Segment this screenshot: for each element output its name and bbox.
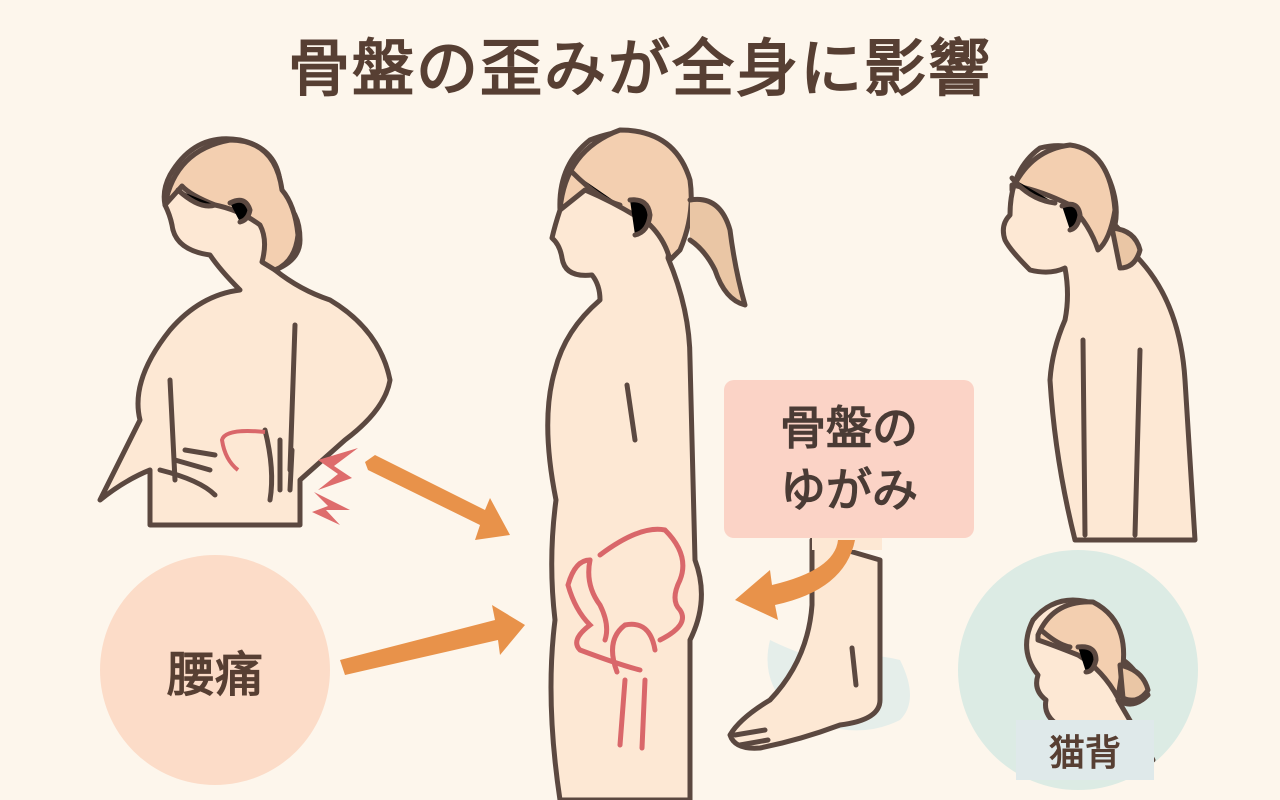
symptom-back-pain: 腰痛 (100, 555, 330, 785)
pelvis-icon (565, 526, 686, 751)
page-title: 骨盤の歪みが全身に影響 (287, 32, 992, 105)
back-pain-woman-figure (97, 136, 393, 528)
pain-area-line (219, 429, 266, 472)
arrow-icon (340, 455, 855, 675)
symptom-label: 腰痛 (166, 647, 263, 703)
pain-mark-icon (312, 448, 358, 525)
label-line-2: ゆがみ (780, 463, 918, 517)
side-view-woman-figure (545, 127, 748, 800)
hunched-woman-figure (1000, 142, 1198, 543)
label-line-1: 骨盤の (780, 401, 918, 455)
foot-figure (727, 537, 883, 751)
pelvis-distortion-label: 骨盤の ゆがみ (724, 380, 974, 538)
symptom-label: 猫背 (1016, 720, 1154, 780)
